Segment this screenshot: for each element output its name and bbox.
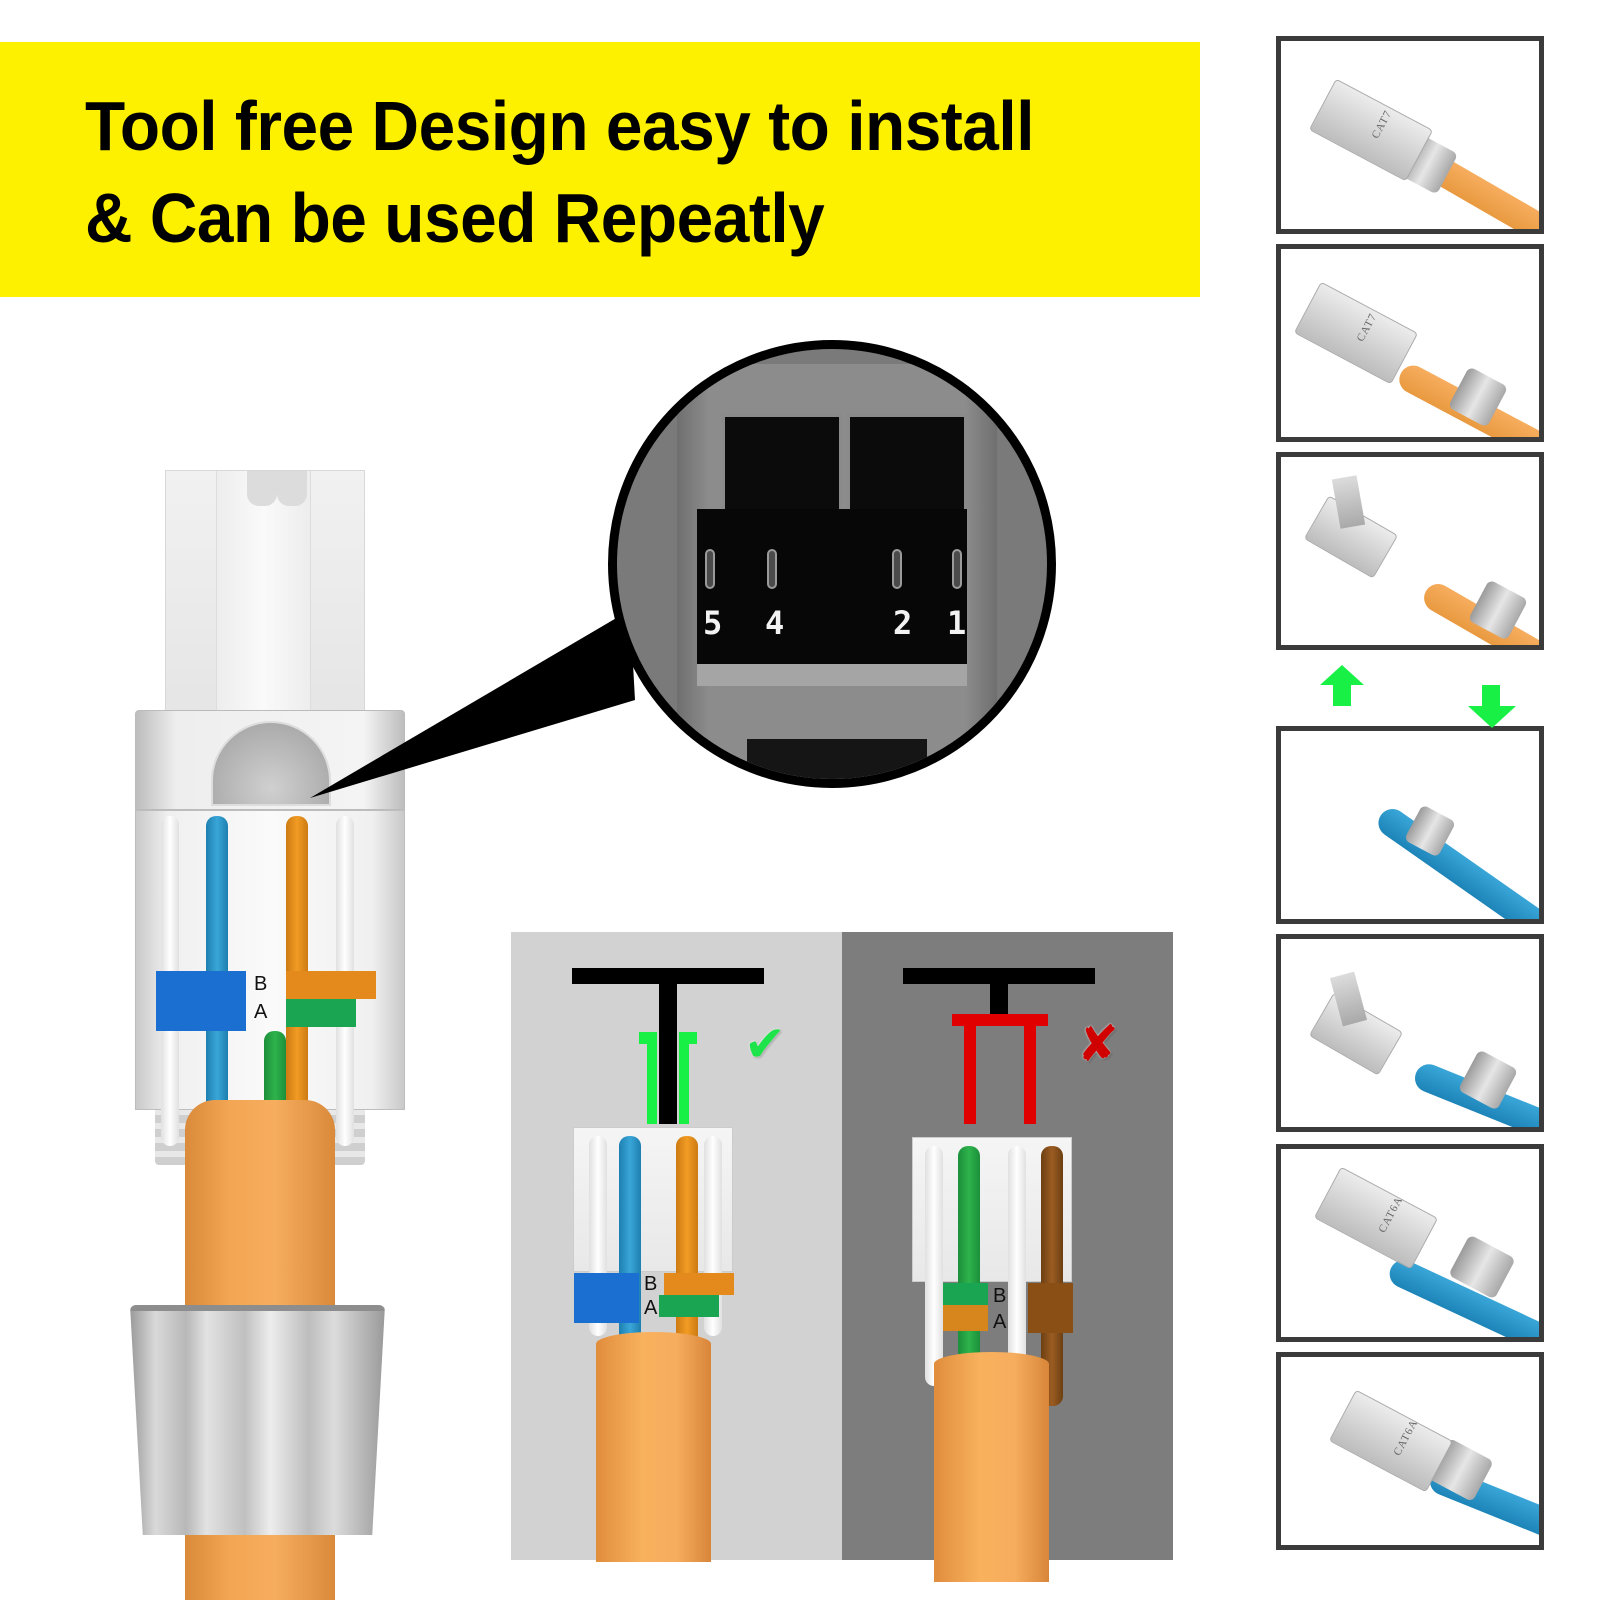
headline-line-2: & Can be used Repeatly <box>85 179 825 257</box>
pin-contact <box>952 549 962 589</box>
cat-label: CAT6A <box>1376 1194 1406 1235</box>
arrow-up-stem <box>1333 684 1351 706</box>
plug-incorrect: B A <box>912 1137 1073 1406</box>
headline-banner: Tool free Design easy to install & Can b… <box>0 42 1200 297</box>
connector-housing-body: B A <box>135 810 405 1146</box>
red-guide-right <box>1024 1024 1036 1124</box>
correct-vs-incorrect-comparison: ✔ B A ✘ <box>511 932 1174 1582</box>
pin-contact <box>892 549 902 589</box>
label-a: A <box>644 1297 658 1319</box>
pin-number-2: 2 <box>893 604 913 642</box>
pin-number-4: 4 <box>765 604 785 642</box>
label-b: B <box>993 1285 1007 1307</box>
orange-cable-correct <box>596 1332 711 1562</box>
green-guide-left <box>647 1032 657 1124</box>
contact-block <box>697 509 967 664</box>
pin-contact <box>767 549 777 589</box>
arrow-down-icon <box>1468 706 1516 728</box>
magnifier-circle: 5 4 2 1 <box>608 340 1056 788</box>
color-code-strip: B A <box>156 971 386 1031</box>
t-indicator-bar <box>903 968 1095 984</box>
correct-installation-panel: ✔ B A <box>511 932 842 1562</box>
step-2-nut-released-cat7: CAT7 <box>1276 244 1544 442</box>
red-guide-left <box>964 1024 976 1124</box>
orange-cable-incorrect <box>934 1352 1049 1582</box>
arrow-down-stem <box>1482 685 1500 707</box>
step-1-assembled-cat7: CAT7 <box>1276 36 1544 234</box>
step-3-opened-orange <box>1276 452 1544 650</box>
step-5-opened-blue <box>1276 934 1544 1132</box>
label-b: B <box>644 1273 658 1295</box>
pin-number-5: 5 <box>703 604 723 642</box>
step-6-nut-released-cat6a: CAT6A <box>1276 1144 1544 1342</box>
label-a: A <box>993 1311 1007 1333</box>
check-icon: ✔ <box>744 1016 786 1072</box>
t-indicator-stem <box>990 984 1008 1014</box>
magnifier-pointer <box>310 610 635 798</box>
step-7-assembled-cat6a: CAT6A <box>1276 1352 1544 1550</box>
t-indicator-stem <box>659 984 677 1124</box>
cable-nut <box>130 1305 385 1535</box>
main-connector-illustration: B A <box>130 460 410 1600</box>
arrow-up-icon <box>1320 665 1364 685</box>
cross-icon: ✘ <box>1077 1016 1119 1072</box>
pin-number-1: 1 <box>947 604 967 642</box>
cat-label: CAT7 <box>1369 108 1395 141</box>
plug-correct: B A <box>573 1127 734 1396</box>
headline-line-1: Tool free Design easy to install <box>85 87 1035 165</box>
connector-latch <box>165 470 365 720</box>
label-b: B <box>254 973 268 995</box>
incorrect-installation-panel: ✘ B A <box>842 932 1173 1582</box>
pin-contact <box>705 549 715 589</box>
label-a: A <box>254 1001 268 1023</box>
cat-label: CAT6A <box>1391 1417 1421 1458</box>
connector-housing-top <box>135 710 405 810</box>
t-indicator-bar <box>572 968 764 984</box>
cat-label: CAT7 <box>1354 311 1380 344</box>
green-guide-right <box>679 1032 689 1124</box>
step-4-blue-cable-with-nut <box>1276 726 1544 924</box>
